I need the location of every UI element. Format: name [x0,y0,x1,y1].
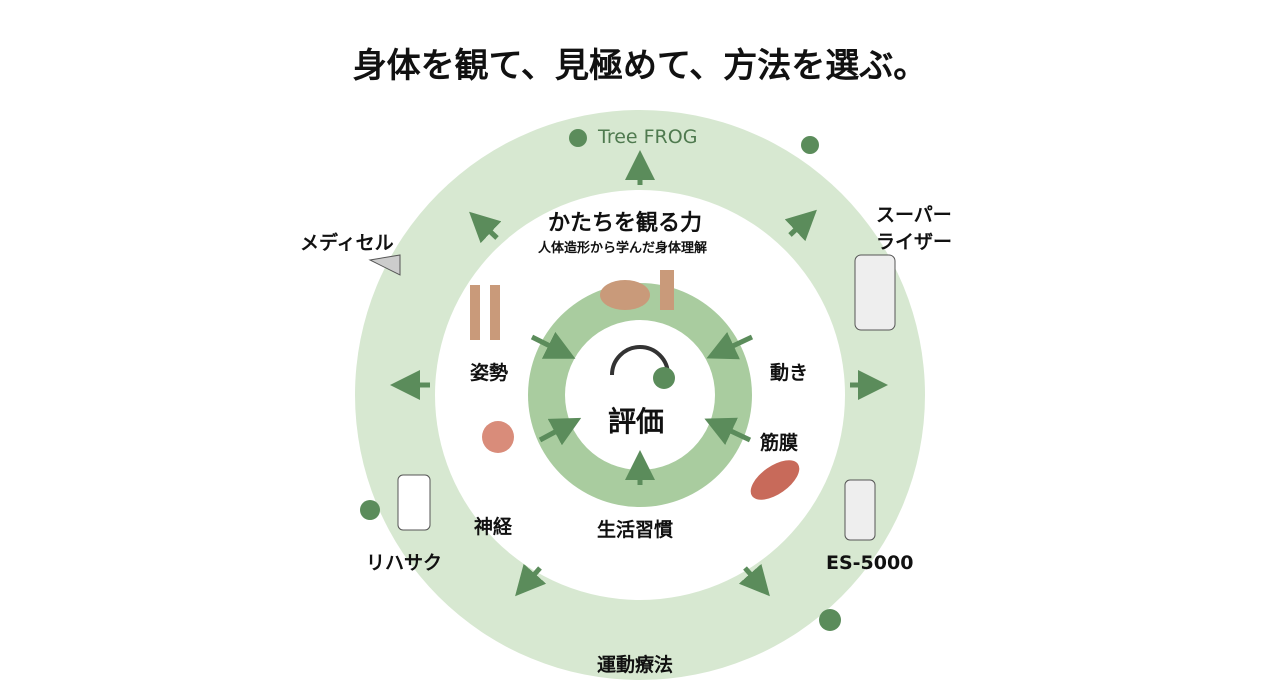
item-posture: 姿勢 [470,362,509,384]
method-rehasaku: リハサク [366,552,443,574]
gauge-icon [610,345,675,389]
method-exercise: 運動療法 [597,654,674,676]
method-superlizer: スーパー ライザー [876,204,953,253]
item-nerve: 神経 [474,516,513,538]
item-fascia: 筋膜 [760,432,799,454]
item-movement: 動き [770,362,809,384]
method-es5000: ES-5000 [826,552,914,574]
core-disk [565,320,715,470]
brand-logo: Tree FROG [598,126,698,148]
arrows [390,150,888,597]
page-title: 身体を観て、見極めて、方法を選ぶ。 [352,46,928,86]
method-medicell: メディセル [300,232,394,254]
illustrations [368,254,896,541]
item-lifestyle: 生活習慣 [597,519,674,541]
frog-icons [360,129,841,631]
inner-subheading: 人体造形から学んだ身体理解 [538,241,708,256]
core-label: 評価 [608,405,665,438]
inner-heading: かたちを観る力 [548,211,703,236]
